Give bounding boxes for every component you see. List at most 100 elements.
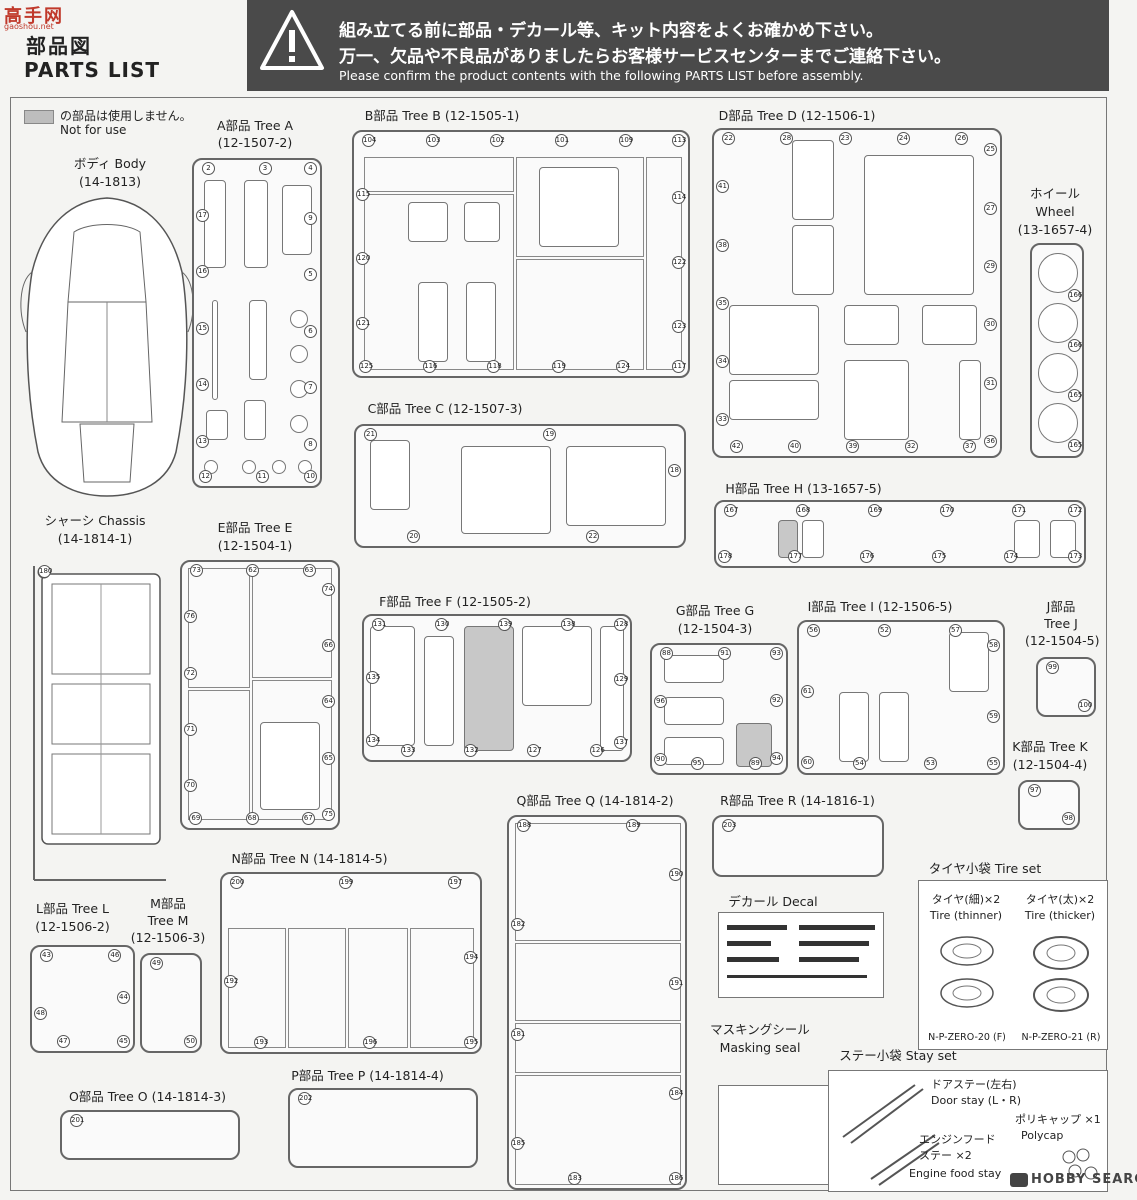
- stay-set-box: ドアステー(左右) Door stay (L・R) エンジンフード ステー ×2…: [828, 1070, 1108, 1192]
- decal-title: デカール Decal: [728, 894, 818, 909]
- part-number: 166: [1068, 289, 1082, 302]
- part-number: 89: [748, 757, 762, 770]
- part-number: 91: [718, 647, 732, 660]
- engine-stay-en: Engine food stay: [909, 1167, 1002, 1180]
- part-36: [844, 305, 899, 345]
- part-number: 173: [1068, 550, 1082, 563]
- part-116: [464, 202, 500, 242]
- part-88: [664, 655, 724, 683]
- part-number: 74: [322, 582, 335, 596]
- tire-thick-icon: [1033, 936, 1089, 1012]
- tree-o-title: O部品 Tree O (14-1814-3): [68, 1089, 227, 1104]
- tree-e-cell: [188, 690, 250, 820]
- page-title-jp: 部品図: [26, 34, 92, 58]
- part-37: [922, 305, 977, 345]
- part-number: 115: [356, 188, 370, 202]
- part-number: 95: [690, 757, 704, 770]
- part-number: 18: [668, 464, 681, 478]
- part-number: 58: [987, 639, 1000, 652]
- part-3: [244, 180, 268, 268]
- part-number: 27: [984, 201, 997, 215]
- part-number: 21: [364, 428, 377, 441]
- part-21: [370, 440, 410, 510]
- tree-m-title-2: Tree M: [147, 913, 189, 928]
- part-120: [466, 282, 496, 362]
- tree-e-code: (12-1504-1): [217, 538, 293, 553]
- part-number: 57: [949, 624, 962, 637]
- part-number: 24: [896, 132, 910, 145]
- part-number: 55: [987, 757, 1000, 770]
- part-number: 66: [322, 639, 335, 653]
- part-number: 126: [590, 744, 605, 757]
- part-number: 43: [40, 949, 53, 962]
- part-126: [370, 626, 415, 746]
- part-38: [844, 360, 909, 440]
- part-number: 88: [660, 647, 673, 660]
- part-number: 183: [567, 1172, 582, 1185]
- part-number: 177: [788, 550, 802, 563]
- tree-q-cell: [515, 823, 681, 941]
- tree-f-title: F部品 Tree F (12-1505-2): [379, 594, 531, 609]
- door-stay-jp: ドアステー(左右): [931, 1078, 1017, 1091]
- body-code: (14-1813): [79, 174, 141, 189]
- part-number: 76: [184, 610, 197, 624]
- part-number: 104: [362, 134, 376, 147]
- decal-row: [727, 925, 787, 930]
- part-number: 70: [184, 779, 197, 793]
- tire-thin-en: Tire (thinner): [929, 909, 1003, 922]
- part-number: 131: [372, 618, 386, 631]
- part-number: 11: [255, 470, 269, 483]
- part-number: 35: [716, 296, 729, 310]
- tree-e-title: E部品 Tree E: [217, 520, 293, 535]
- part-number: 7: [304, 381, 317, 394]
- part-121: [418, 282, 448, 362]
- wheel-title-jp: ホイール: [1029, 186, 1080, 201]
- part-number: 181: [511, 1027, 525, 1041]
- part-number: 23: [838, 132, 852, 145]
- part-number: 39: [846, 440, 860, 453]
- part-number: 44: [117, 990, 130, 1004]
- stay-rods-icon: [842, 1084, 940, 1186]
- part-number: 5: [304, 268, 317, 281]
- tree-f-unused-group: [464, 626, 514, 751]
- part-number: 103: [426, 134, 441, 147]
- decal-row: [727, 941, 771, 946]
- part-number: 139: [498, 618, 513, 631]
- hobby-search-logo-icon: [1010, 1172, 1028, 1187]
- tree-q-cell: [515, 943, 681, 1021]
- part-number: 196: [363, 1036, 377, 1049]
- part-number: 137: [614, 736, 628, 750]
- part-number: 29: [984, 260, 997, 273]
- part-number: 102: [490, 134, 505, 147]
- notice-en: Please confirm the product contents with…: [339, 68, 864, 83]
- tree-l-code: (12-1506-2): [35, 919, 110, 934]
- part-number: 42: [729, 440, 743, 453]
- stay-set-title: ステー小袋 Stay set: [839, 1048, 957, 1063]
- part-53: [839, 692, 869, 762]
- tree-h-title: H部品 Tree H (13-1657-5): [725, 481, 882, 496]
- part-number: 127: [527, 744, 542, 757]
- part-number: 175: [932, 550, 946, 563]
- masking-title-en: Masking seal: [719, 1040, 801, 1055]
- part-number: 52: [878, 624, 891, 637]
- tree-b-cell: [364, 157, 514, 192]
- part-30: [864, 155, 974, 295]
- decal-sheet: [718, 912, 884, 998]
- part-number: 34: [716, 355, 729, 369]
- tire-set-title: タイヤ小袋 Tire set: [928, 861, 1042, 876]
- part-number: 119: [551, 360, 566, 373]
- part-number: 169: [868, 504, 882, 517]
- part-number: 26: [955, 132, 969, 145]
- notice-jp-line-2: 万一、欠品や不良品がありましたらお客様サービスセンターまでご連絡下さい。: [339, 47, 951, 67]
- part-number: 178: [718, 550, 732, 563]
- tree-c-title: C部品 Tree C (12-1507-3): [367, 401, 523, 416]
- part-number: 47: [56, 1035, 70, 1048]
- wheel-part: [1038, 253, 1078, 293]
- polycap-icon: [1062, 1148, 1098, 1180]
- part-number: 182: [511, 918, 525, 932]
- part-89: [664, 697, 724, 725]
- part-10: [244, 400, 266, 440]
